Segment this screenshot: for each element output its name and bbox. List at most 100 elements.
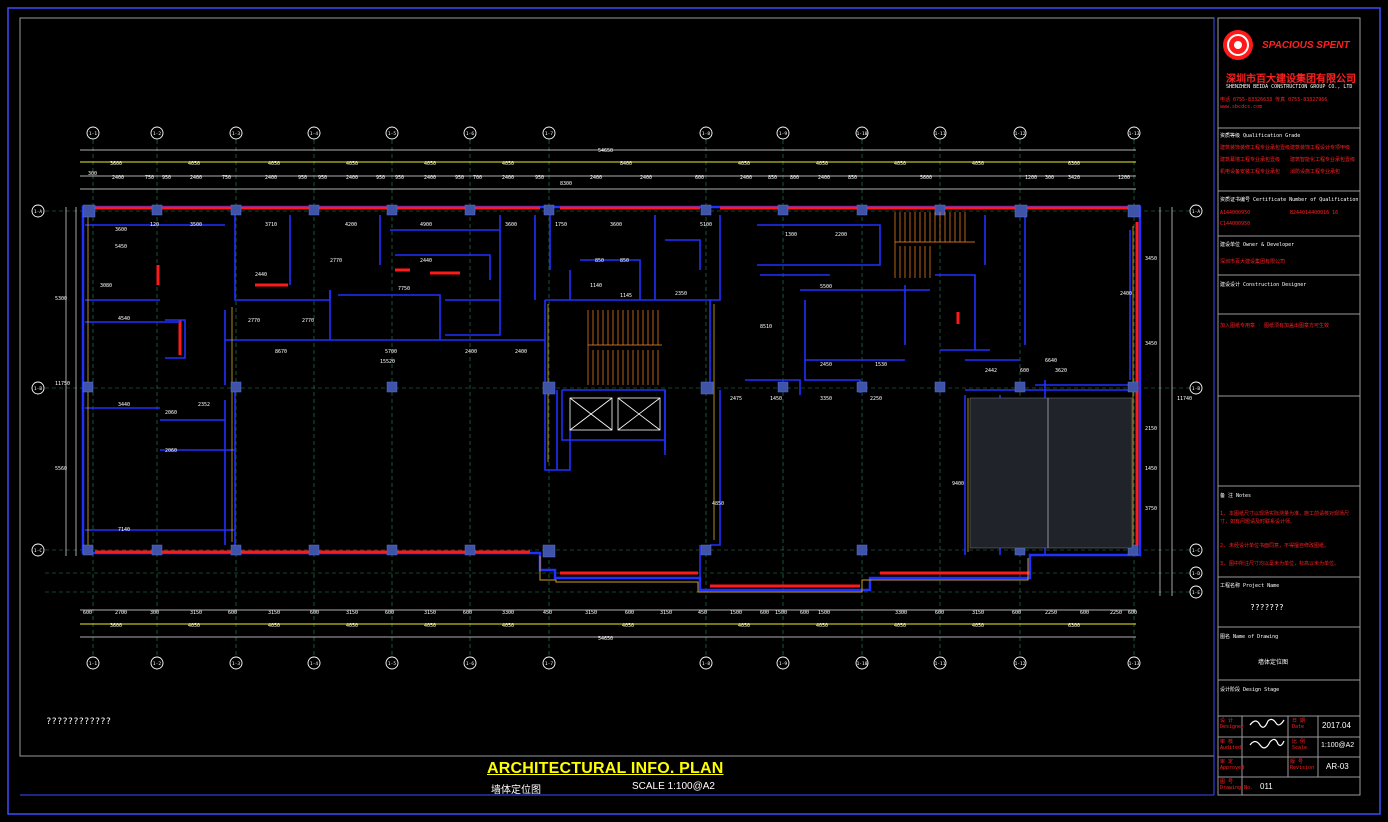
drawing-name-title: 图名 Name of Drawing	[1220, 634, 1279, 640]
company-name-cn: 深圳市百大建设集团有限公司	[1226, 74, 1356, 85]
svg-text:600: 600	[800, 610, 809, 616]
svg-text:3080: 3080	[100, 283, 112, 289]
svg-text:1-13: 1-13	[1129, 131, 1140, 137]
qualification-item: 建筑智能化工程专业承包壹级	[1290, 157, 1356, 163]
audited-label: 审 核 Audited	[1220, 739, 1242, 751]
svg-text:2770: 2770	[248, 318, 260, 324]
svg-text:1750: 1750	[555, 222, 567, 228]
svg-text:120: 120	[150, 222, 159, 228]
approved-label: 审 定 Approved	[1220, 759, 1245, 771]
svg-text:950: 950	[298, 175, 307, 181]
svg-text:8670: 8670	[275, 349, 287, 355]
svg-text:1-3: 1-3	[232, 661, 240, 667]
svg-text:700: 700	[473, 175, 482, 181]
svg-text:600: 600	[1128, 610, 1137, 616]
svg-text:3600: 3600	[115, 227, 127, 233]
owner-title: 建设单位 Owner & Developer	[1220, 242, 1295, 248]
svg-text:1-6: 1-6	[466, 661, 474, 667]
svg-text:1-C: 1-C	[34, 548, 42, 554]
svg-text:3150: 3150	[585, 610, 597, 616]
drawing-name: 墙体定位图	[1258, 659, 1289, 666]
svg-text:1-7: 1-7	[545, 661, 553, 667]
certificate-title: 资质证书编号 Certificate Number of Qualificati…	[1220, 197, 1359, 203]
svg-text:3150: 3150	[660, 610, 672, 616]
svg-text:1500: 1500	[775, 610, 787, 616]
svg-text:300: 300	[150, 610, 159, 616]
svg-text:1-6: 1-6	[466, 131, 474, 137]
date-value: 2017.04	[1322, 721, 1351, 730]
svg-text:4050: 4050	[738, 161, 750, 167]
project-title: 工程名称 Project Name	[1220, 583, 1280, 589]
svg-text:1450: 1450	[770, 396, 782, 402]
elevators	[569, 397, 661, 431]
svg-text:4050: 4050	[502, 623, 514, 629]
svg-text:2250: 2250	[1045, 610, 1057, 616]
svg-text:3150: 3150	[424, 610, 436, 616]
svg-text:2150: 2150	[1145, 426, 1157, 432]
svg-text:5300: 5300	[55, 296, 67, 302]
svg-text:4050: 4050	[424, 161, 436, 167]
certificate-number: C144000950	[1220, 221, 1251, 227]
stage-title: 设计阶段 Design Stage	[1220, 687, 1280, 693]
scale-value: 1:100@A2	[1321, 742, 1355, 749]
svg-text:300: 300	[1045, 175, 1054, 181]
svg-text:2250: 2250	[1110, 610, 1122, 616]
svg-text:300: 300	[88, 171, 97, 177]
svg-text:4050: 4050	[816, 623, 828, 629]
svg-text:2770: 2770	[302, 318, 314, 324]
svg-text:950: 950	[395, 175, 404, 181]
svg-text:2060: 2060	[165, 410, 177, 416]
stair-center	[587, 310, 662, 385]
svg-text:1145: 1145	[620, 293, 632, 299]
svg-text:600: 600	[695, 175, 704, 181]
svg-text:2400: 2400	[640, 175, 652, 181]
certificate-number: A144000950	[1220, 210, 1251, 216]
svg-text:4050: 4050	[188, 161, 200, 167]
svg-text:850: 850	[768, 175, 777, 181]
svg-text:450: 450	[698, 610, 707, 616]
svg-text:1-10: 1-10	[857, 661, 868, 667]
svg-text:2400: 2400	[740, 175, 752, 181]
svg-text:850: 850	[595, 258, 604, 264]
svg-text:600: 600	[310, 610, 319, 616]
svg-text:2770: 2770	[330, 258, 342, 264]
svg-text:54650: 54650	[598, 636, 613, 642]
drawing-no-label: 图 号 Drawing No.	[1220, 779, 1254, 791]
svg-text:2400: 2400	[502, 175, 514, 181]
svg-text:3300: 3300	[895, 610, 907, 616]
qualification-item: 建筑装饰工程设计专项甲级	[1290, 145, 1351, 151]
svg-text:800: 800	[790, 175, 799, 181]
svg-text:1450: 1450	[1145, 466, 1157, 472]
svg-text:3150: 3150	[190, 610, 202, 616]
svg-text:5700: 5700	[385, 349, 397, 355]
svg-text:1200: 1200	[1025, 175, 1037, 181]
svg-text:1-4: 1-4	[310, 661, 318, 667]
svg-text:850: 850	[848, 175, 857, 181]
svg-text:1300: 1300	[785, 232, 797, 238]
owner-name: 深圳市百大建设集团有限公司	[1220, 259, 1286, 265]
drawing-scale: SCALE 1:100@A2	[632, 781, 715, 792]
svg-text:1-A: 1-A	[34, 209, 42, 215]
company-logo-text: SPACIOUS SPENT	[1262, 40, 1350, 51]
svg-text:1530: 1530	[875, 362, 887, 368]
svg-text:450: 450	[543, 610, 552, 616]
svg-text:1-A: 1-A	[1192, 209, 1200, 215]
svg-text:3300: 3300	[502, 610, 514, 616]
svg-text:600: 600	[1080, 610, 1089, 616]
svg-text:4050: 4050	[738, 623, 750, 629]
svg-text:3150: 3150	[268, 610, 280, 616]
svg-text:2442: 2442	[985, 368, 997, 374]
drawing-note: ????????????	[46, 717, 112, 727]
signature-designer	[1249, 718, 1285, 728]
svg-text:1-9: 1-9	[779, 661, 787, 667]
svg-text:2400: 2400	[265, 175, 277, 181]
svg-text:1-12: 1-12	[1015, 131, 1026, 137]
svg-text:1140: 1140	[590, 283, 602, 289]
svg-text:6300: 6300	[1068, 623, 1080, 629]
stair-right	[894, 212, 975, 278]
svg-text:5560: 5560	[55, 466, 67, 472]
svg-text:950: 950	[376, 175, 385, 181]
svg-text:6640: 6640	[1045, 358, 1057, 364]
svg-text:1-5: 1-5	[388, 661, 396, 667]
svg-text:54650: 54650	[598, 148, 613, 154]
